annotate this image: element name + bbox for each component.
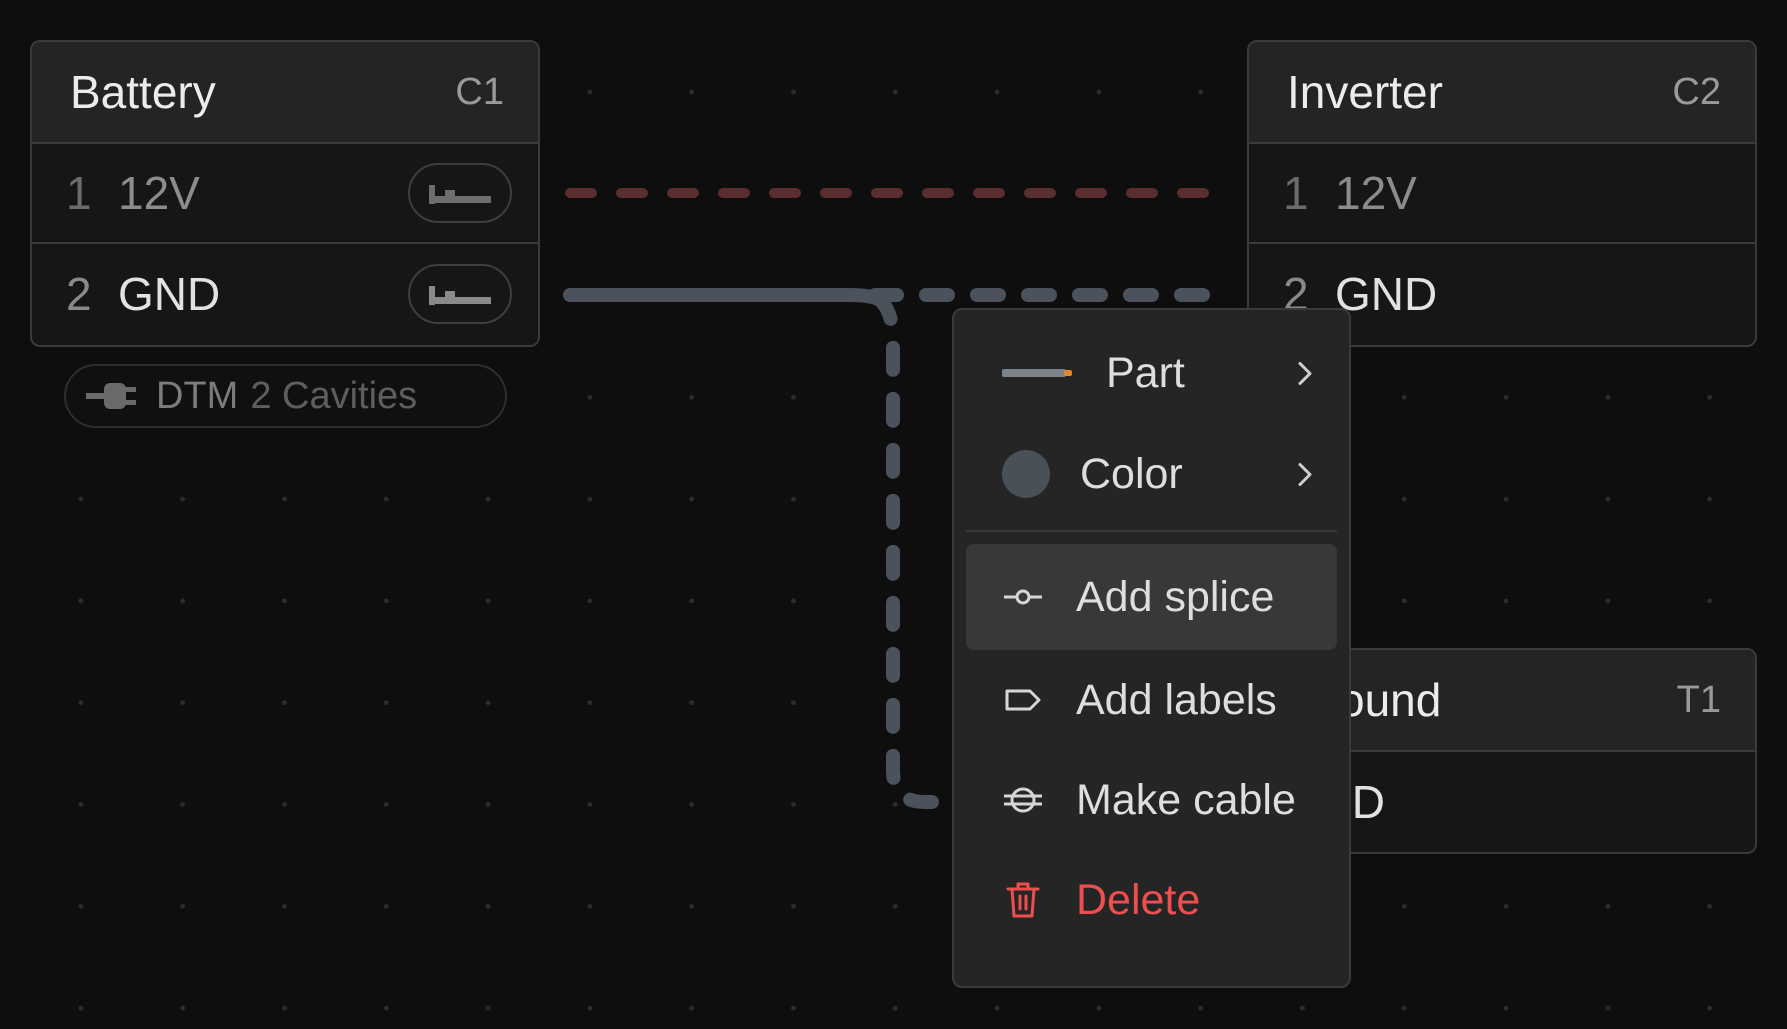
pin-number: 1 <box>66 167 92 219</box>
cavity-count: 2 Cavities <box>250 374 418 417</box>
label-tag-icon <box>1002 688 1044 712</box>
connector-housing-pill[interactable]: DTM 2 Cavities <box>64 364 507 428</box>
wire-part-icon <box>1002 366 1074 380</box>
menu-item-make-cable[interactable]: Make cable <box>966 750 1337 850</box>
menu-item-color[interactable]: Color <box>966 424 1337 524</box>
connector-ref: C1 <box>455 70 504 113</box>
menu-item-add-splice[interactable]: Add splice <box>966 544 1337 650</box>
housing-label: DTM <box>156 374 239 417</box>
connector-battery[interactable]: Battery C1 1 12V 2 GND <box>30 40 540 347</box>
connector-title: Inverter <box>1287 66 1443 118</box>
connector-inverter[interactable]: Inverter C2 1 12V 2 GND <box>1247 40 1757 347</box>
wire-gnd-branch[interactable] <box>873 293 967 809</box>
connector-ref: C2 <box>1672 70 1721 113</box>
menu-separator <box>966 530 1337 532</box>
connector-header[interactable]: Battery C1 <box>32 42 538 144</box>
pin-number: 2 <box>66 268 92 320</box>
wire-context-menu: Part Color Add splice <box>952 308 1351 988</box>
pin-name: 12V <box>118 167 200 219</box>
menu-label: Make cable <box>1076 775 1296 824</box>
color-swatch-icon <box>1002 450 1050 498</box>
terminal-button[interactable] <box>408 163 512 223</box>
terminal-icon <box>429 286 491 305</box>
menu-item-part[interactable]: Part <box>966 322 1337 424</box>
splice-icon <box>1002 587 1044 607</box>
chevron-right-icon <box>1297 349 1313 398</box>
connector-title: Battery <box>70 66 216 118</box>
pin-row[interactable]: 1 12V <box>32 144 538 244</box>
wire-gnd-solid[interactable] <box>563 288 887 307</box>
pin-name: 12V <box>1335 167 1417 219</box>
trash-icon <box>1002 881 1044 919</box>
pin-name: GND <box>1335 268 1438 320</box>
chevron-right-icon <box>1297 450 1313 499</box>
menu-label: Add labels <box>1076 675 1277 724</box>
pin-number: 1 <box>1283 167 1309 219</box>
pin-row[interactable]: 2 GND <box>32 244 538 344</box>
connector-header[interactable]: Inverter C2 <box>1249 42 1755 144</box>
menu-label: Part <box>1106 348 1185 397</box>
menu-item-delete[interactable]: Delete <box>966 850 1337 950</box>
plug-icon <box>86 383 136 409</box>
cable-icon <box>1002 785 1044 815</box>
terminal-icon <box>429 185 491 204</box>
pin-name: GND <box>118 268 221 320</box>
connector-title: ound <box>1339 674 1442 726</box>
menu-item-add-labels[interactable]: Add labels <box>966 650 1337 750</box>
menu-label: Color <box>1080 449 1183 498</box>
menu-label: Delete <box>1076 875 1201 924</box>
connector-ref: T1 <box>1676 678 1721 721</box>
menu-label: Add splice <box>1076 572 1275 621</box>
pin-row[interactable]: 1 12V <box>1249 144 1755 244</box>
pin-name: ID <box>1339 776 1385 828</box>
terminal-button[interactable] <box>408 264 512 324</box>
